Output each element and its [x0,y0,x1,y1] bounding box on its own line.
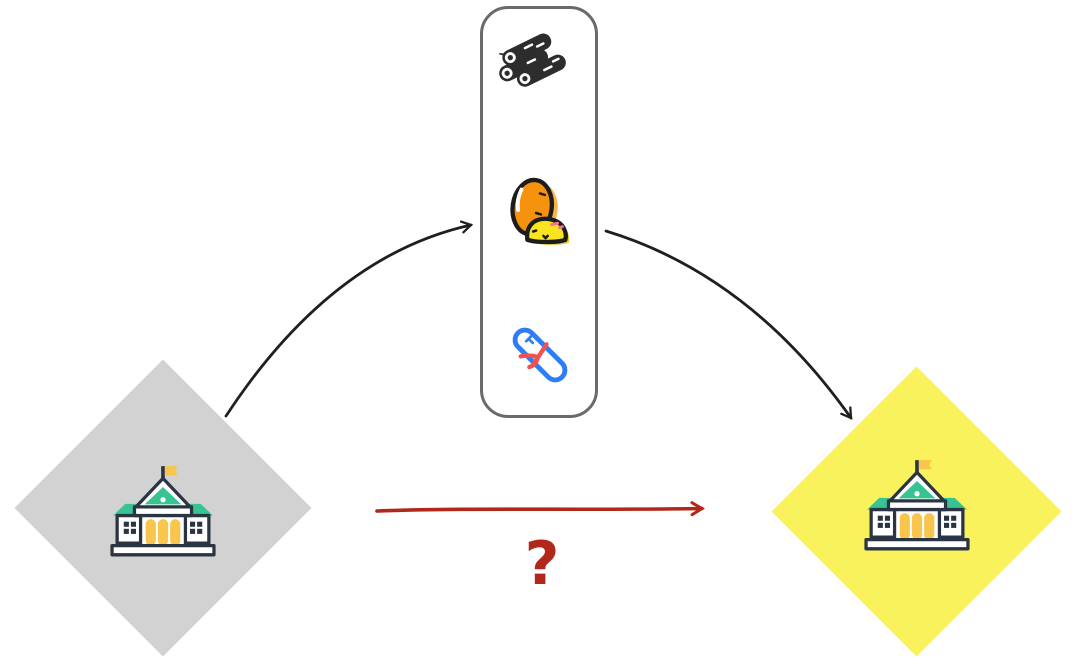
scroll-icon [502,317,578,393]
arrow-left-to-goods [224,220,474,418]
exchange-rate-arrow [375,501,705,517]
arrow-goods-to-right [604,229,853,420]
logs-icon [499,33,581,107]
bank-building-icon [110,463,216,561]
bank-building-icon [864,457,970,555]
question-mark-label: ? [524,529,560,599]
potatoes-icon [499,172,581,252]
goods-box [480,6,598,418]
